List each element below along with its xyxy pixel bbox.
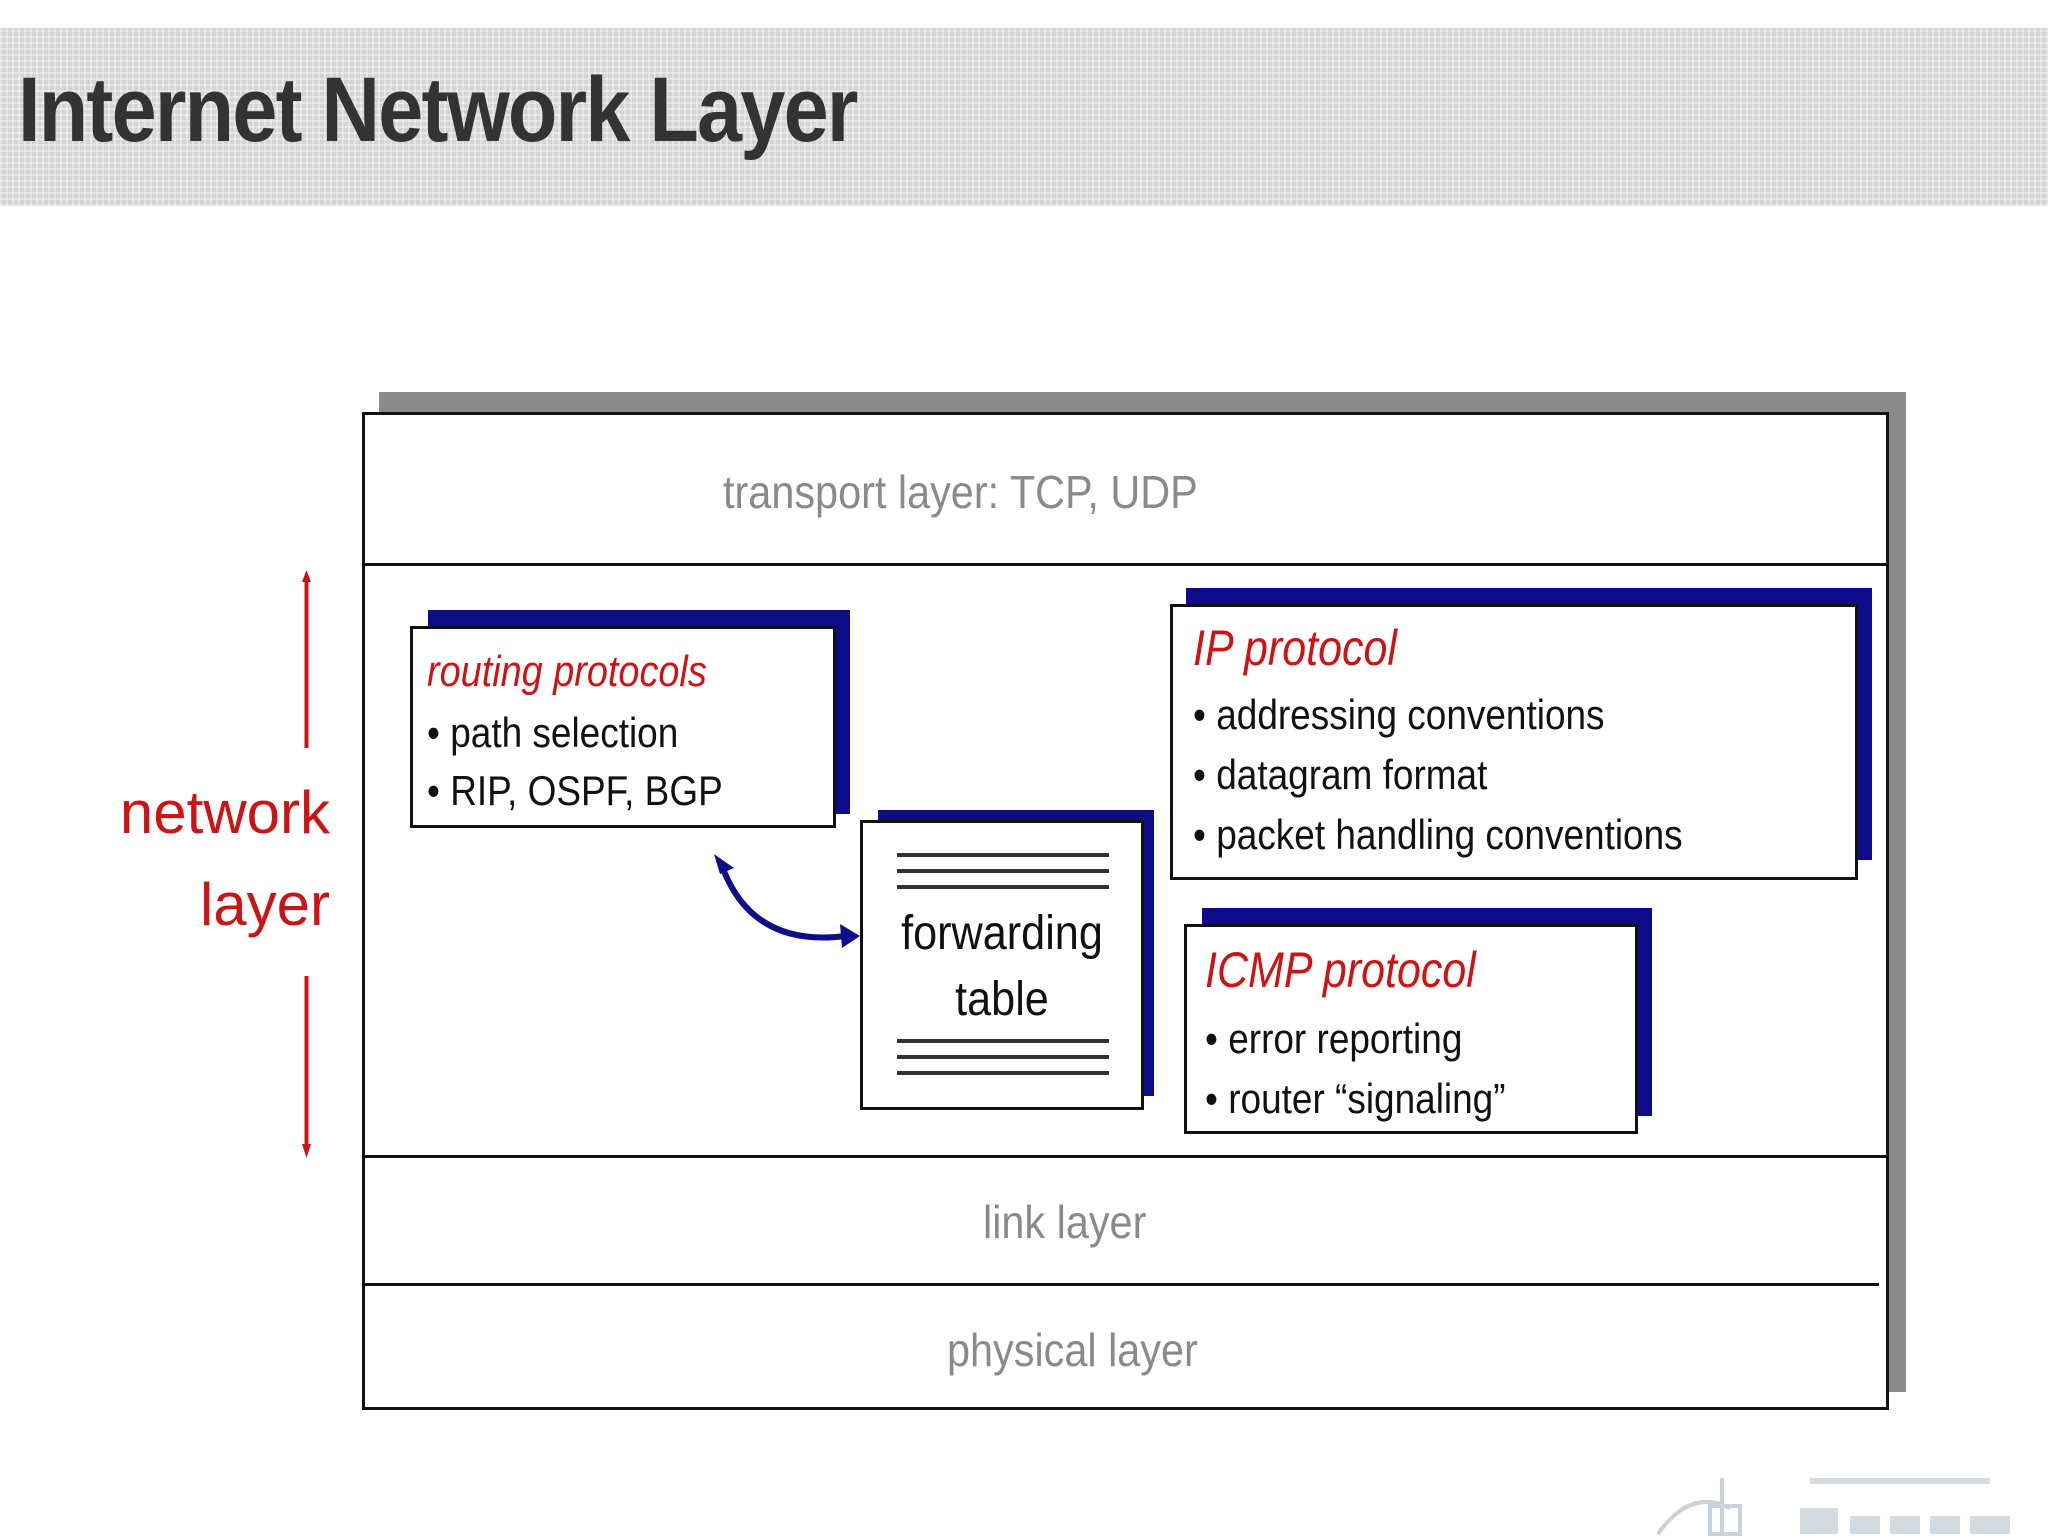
forwarding-table-card: forwarding table: [860, 820, 1144, 1110]
table-line: [897, 1055, 1109, 1059]
table-line: [897, 885, 1109, 889]
ip-item: • packet handling conventions: [1193, 811, 1683, 858]
title-banner: [0, 28, 2048, 206]
table-line: [897, 853, 1109, 857]
side-label-layer: layer: [199, 871, 330, 938]
icmp-item: • router “signaling”: [1205, 1075, 1506, 1122]
side-label-network: network: [119, 779, 330, 846]
icmp-card-title: ICMP protocol: [1205, 942, 1476, 998]
ip-card-title: IP protocol: [1193, 620, 1397, 676]
table-line: [897, 1039, 1109, 1043]
icmp-item: • error reporting: [1205, 1015, 1463, 1062]
physical-layer-label: physical layer: [947, 1324, 1198, 1376]
table-line: [897, 869, 1109, 873]
divider-link: [365, 1155, 1886, 1158]
down-arrow-head: [302, 1144, 311, 1158]
arrowhead-right-icon: [840, 924, 860, 948]
forwarding-label: forwarding: [901, 907, 1103, 960]
routing-forwarding-arrow: [714, 854, 860, 948]
routing-protocols-card: routing protocols • path selection • RIP…: [410, 626, 836, 828]
routing-card-title: routing protocols: [427, 647, 707, 696]
routing-item: • path selection: [427, 709, 679, 756]
link-layer-label: link layer: [983, 1196, 1147, 1248]
slide-title: Internet Network Layer: [18, 59, 858, 161]
table-label: table: [955, 973, 1049, 1026]
table-line: [897, 1071, 1109, 1075]
network-layer-arrows: [302, 570, 311, 1158]
arrowhead-up-icon: [714, 854, 734, 874]
logo-watermark-icon: [1656, 1478, 2010, 1536]
ip-item: • datagram format: [1193, 751, 1488, 798]
icmp-protocol-card: ICMP protocol • error reporting • router…: [1184, 924, 1638, 1134]
ip-protocol-card: IP protocol • addressing conventions • d…: [1170, 604, 1858, 880]
divider-transport: [365, 563, 1886, 566]
divider-physical: [365, 1283, 1879, 1286]
ip-item: • addressing conventions: [1193, 691, 1605, 738]
transport-layer-label: transport layer: TCP, UDP: [723, 466, 1198, 518]
routing-item: • RIP, OSPF, BGP: [427, 767, 723, 814]
